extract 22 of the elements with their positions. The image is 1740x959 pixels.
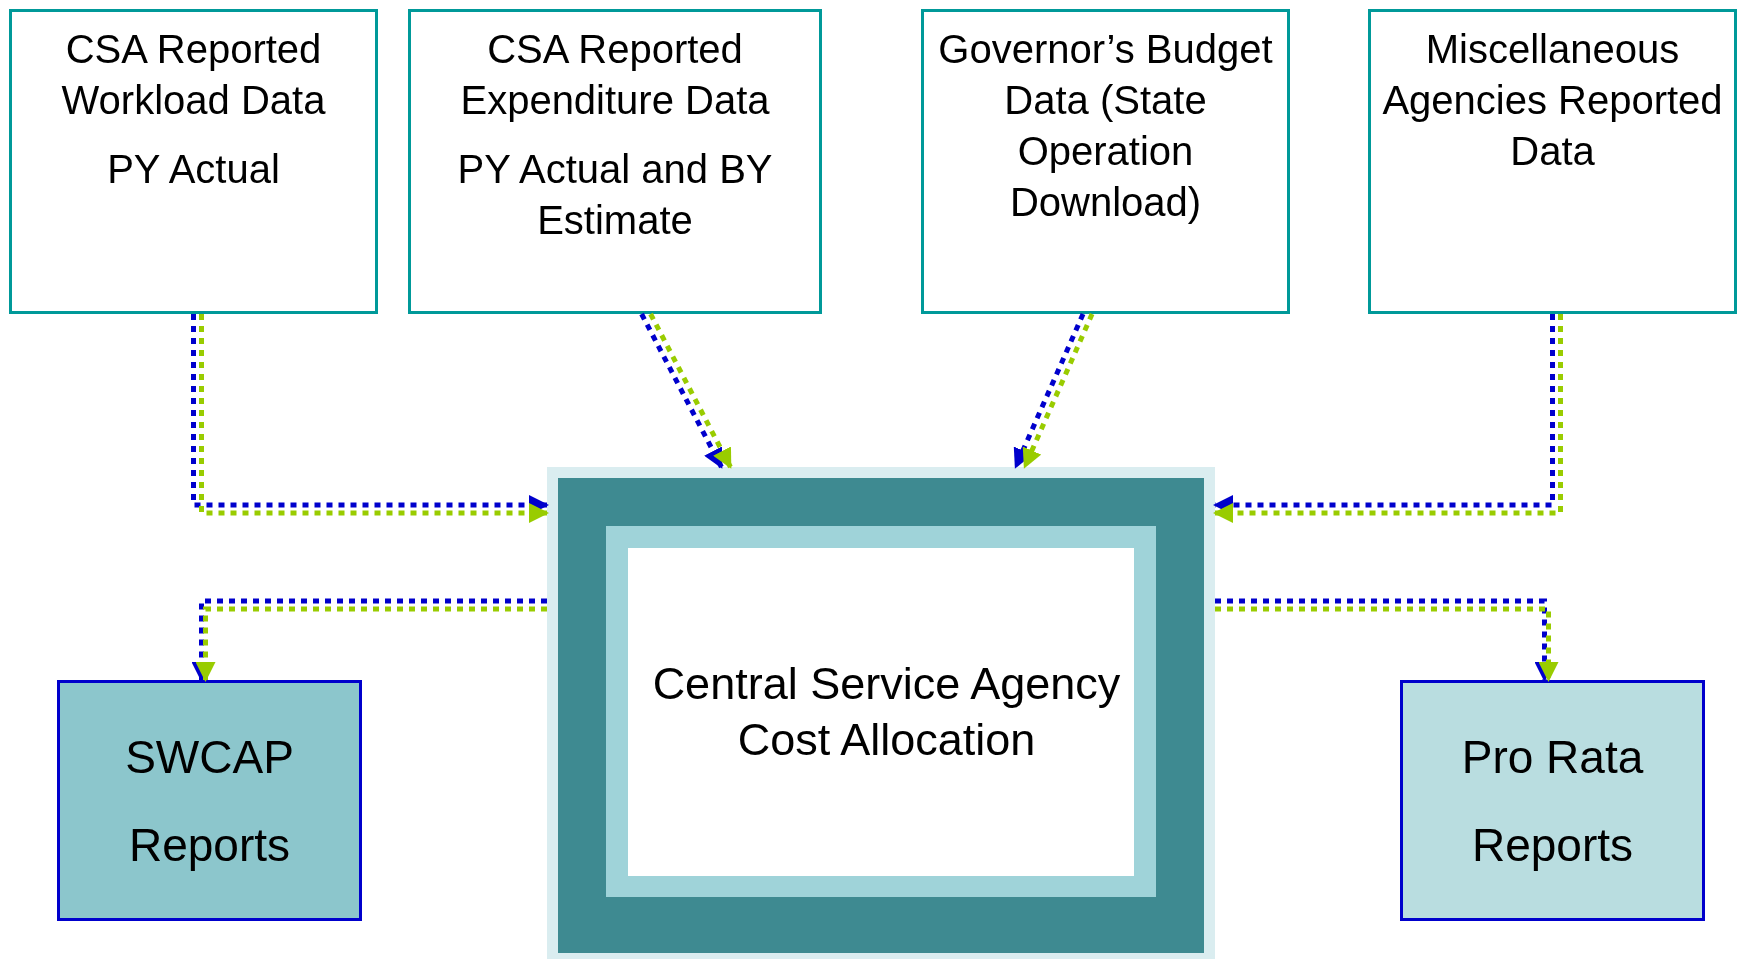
data-source-box [408,9,822,314]
node-label: CSA Reported Workload Data [60,26,327,124]
dotted-arrow [1022,313,1095,469]
node-label: CSA Reported Expenditure Data [459,26,771,124]
data-source-box [921,9,1290,314]
dotted-arrow [639,312,724,469]
node-label: Pro Rata [1461,730,1644,783]
node-label: Governor’s Budget Data (State Operation Download) [937,26,1274,226]
node-label: Central Service Agency Cost Allocation [651,657,1122,767]
process-frame [547,467,1215,959]
node-label: Reports [1471,818,1634,871]
node-label: PY Actual and BY Estimate [456,146,774,244]
report-box [1400,680,1705,921]
report-box [57,680,362,921]
dotted-arrow [1013,313,1086,469]
node-label: Miscellaneous Agencies Reported Data [1381,26,1724,175]
node-label: Reports [128,818,291,871]
data-source-box [9,9,378,314]
node-label: PY Actual [107,146,280,193]
node-label: SWCAP [125,730,294,783]
data-source-box [1368,9,1737,314]
dotted-arrow [648,312,733,469]
